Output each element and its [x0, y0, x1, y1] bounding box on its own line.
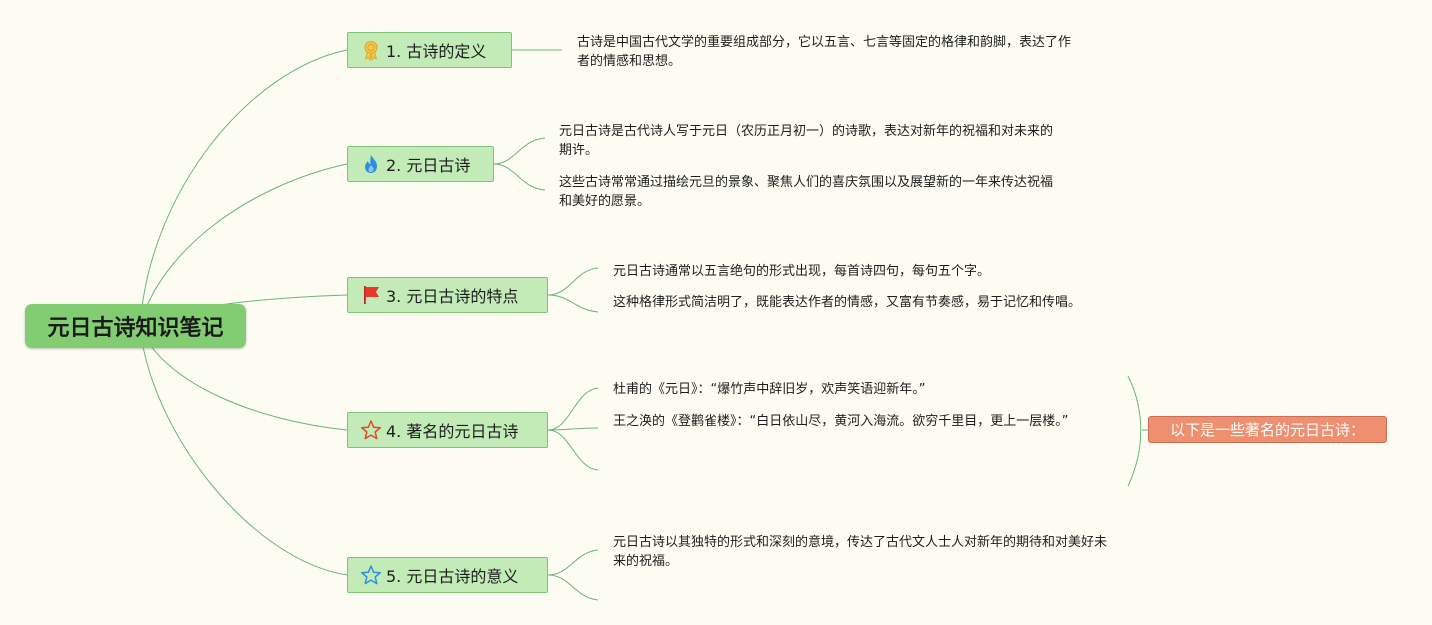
branch-definition[interactable]: 1. 古诗的定义 [347, 32, 512, 68]
branch-new-year-poems[interactable]: 2. 元日古诗 [347, 146, 494, 182]
branch-famous-poems[interactable]: 4. 著名的元日古诗 [347, 412, 548, 448]
branch-label: 5. 元日古诗的意义 [386, 567, 519, 586]
award-ribbon-icon [360, 39, 382, 61]
note-significance[interactable]: 元日古诗以其独特的形式和深刻的意境，传达了古代文人士人对新年的期待和对美好未来的… [613, 535, 1108, 569]
red-flag-icon [360, 284, 382, 306]
note-definition[interactable]: 古诗是中国古代文学的重要组成部分，它以五言、七言等固定的格律和韵脚，表达了作者的… [577, 35, 1072, 69]
branch-label: 2. 元日古诗 [386, 156, 471, 175]
branch-significance[interactable]: 5. 元日古诗的意义 [347, 557, 548, 593]
summary-label: 以下是一些著名的元日古诗： [1169, 421, 1365, 439]
branch-features[interactable]: 3. 元日古诗的特点 [347, 277, 548, 313]
flame-icon [360, 153, 382, 175]
note-famous-poem-1[interactable]: 杜甫的《元日》：“爆竹声中辞旧岁，欢声笑语迎新年。” [613, 382, 926, 397]
note-features-2[interactable]: 这种格律形式简洁明了，既能表达作者的情感，又富有节奏感，易于记忆和传唱。 [613, 295, 1082, 310]
note-new-year-poems-2[interactable]: 这些古诗常常通过描绘元旦的景象、聚焦人们的喜庆氛围以及展望新的一年来传达祝福和美… [559, 175, 1054, 209]
branch-label: 3. 元日古诗的特点 [386, 287, 519, 306]
root-title: 元日古诗知识笔记 [47, 316, 224, 341]
red-star-outline-icon [360, 419, 382, 441]
note-famous-poem-2[interactable]: 王之涣的《登鹳雀楼》：“白日依山尽，黄河入海流。欲穷千里目，更上一层楼。” [613, 414, 1069, 429]
note-features-1[interactable]: 元日古诗通常以五言绝句的形式出现，每首诗四句，每句五个字。 [613, 264, 991, 279]
branch-label: 4. 著名的元日古诗 [386, 422, 519, 441]
root-topic[interactable]: 元日古诗知识笔记 [25, 304, 246, 348]
note-new-year-poems-1[interactable]: 元日古诗是古代诗人写于元日（农历正月初一）的诗歌，表达对新年的祝福和对未来的期许… [559, 124, 1054, 158]
summary-famous-poems[interactable]: 以下是一些著名的元日古诗： [1148, 416, 1387, 443]
branch-label: 1. 古诗的定义 [386, 42, 487, 61]
blue-star-outline-icon [360, 564, 382, 586]
